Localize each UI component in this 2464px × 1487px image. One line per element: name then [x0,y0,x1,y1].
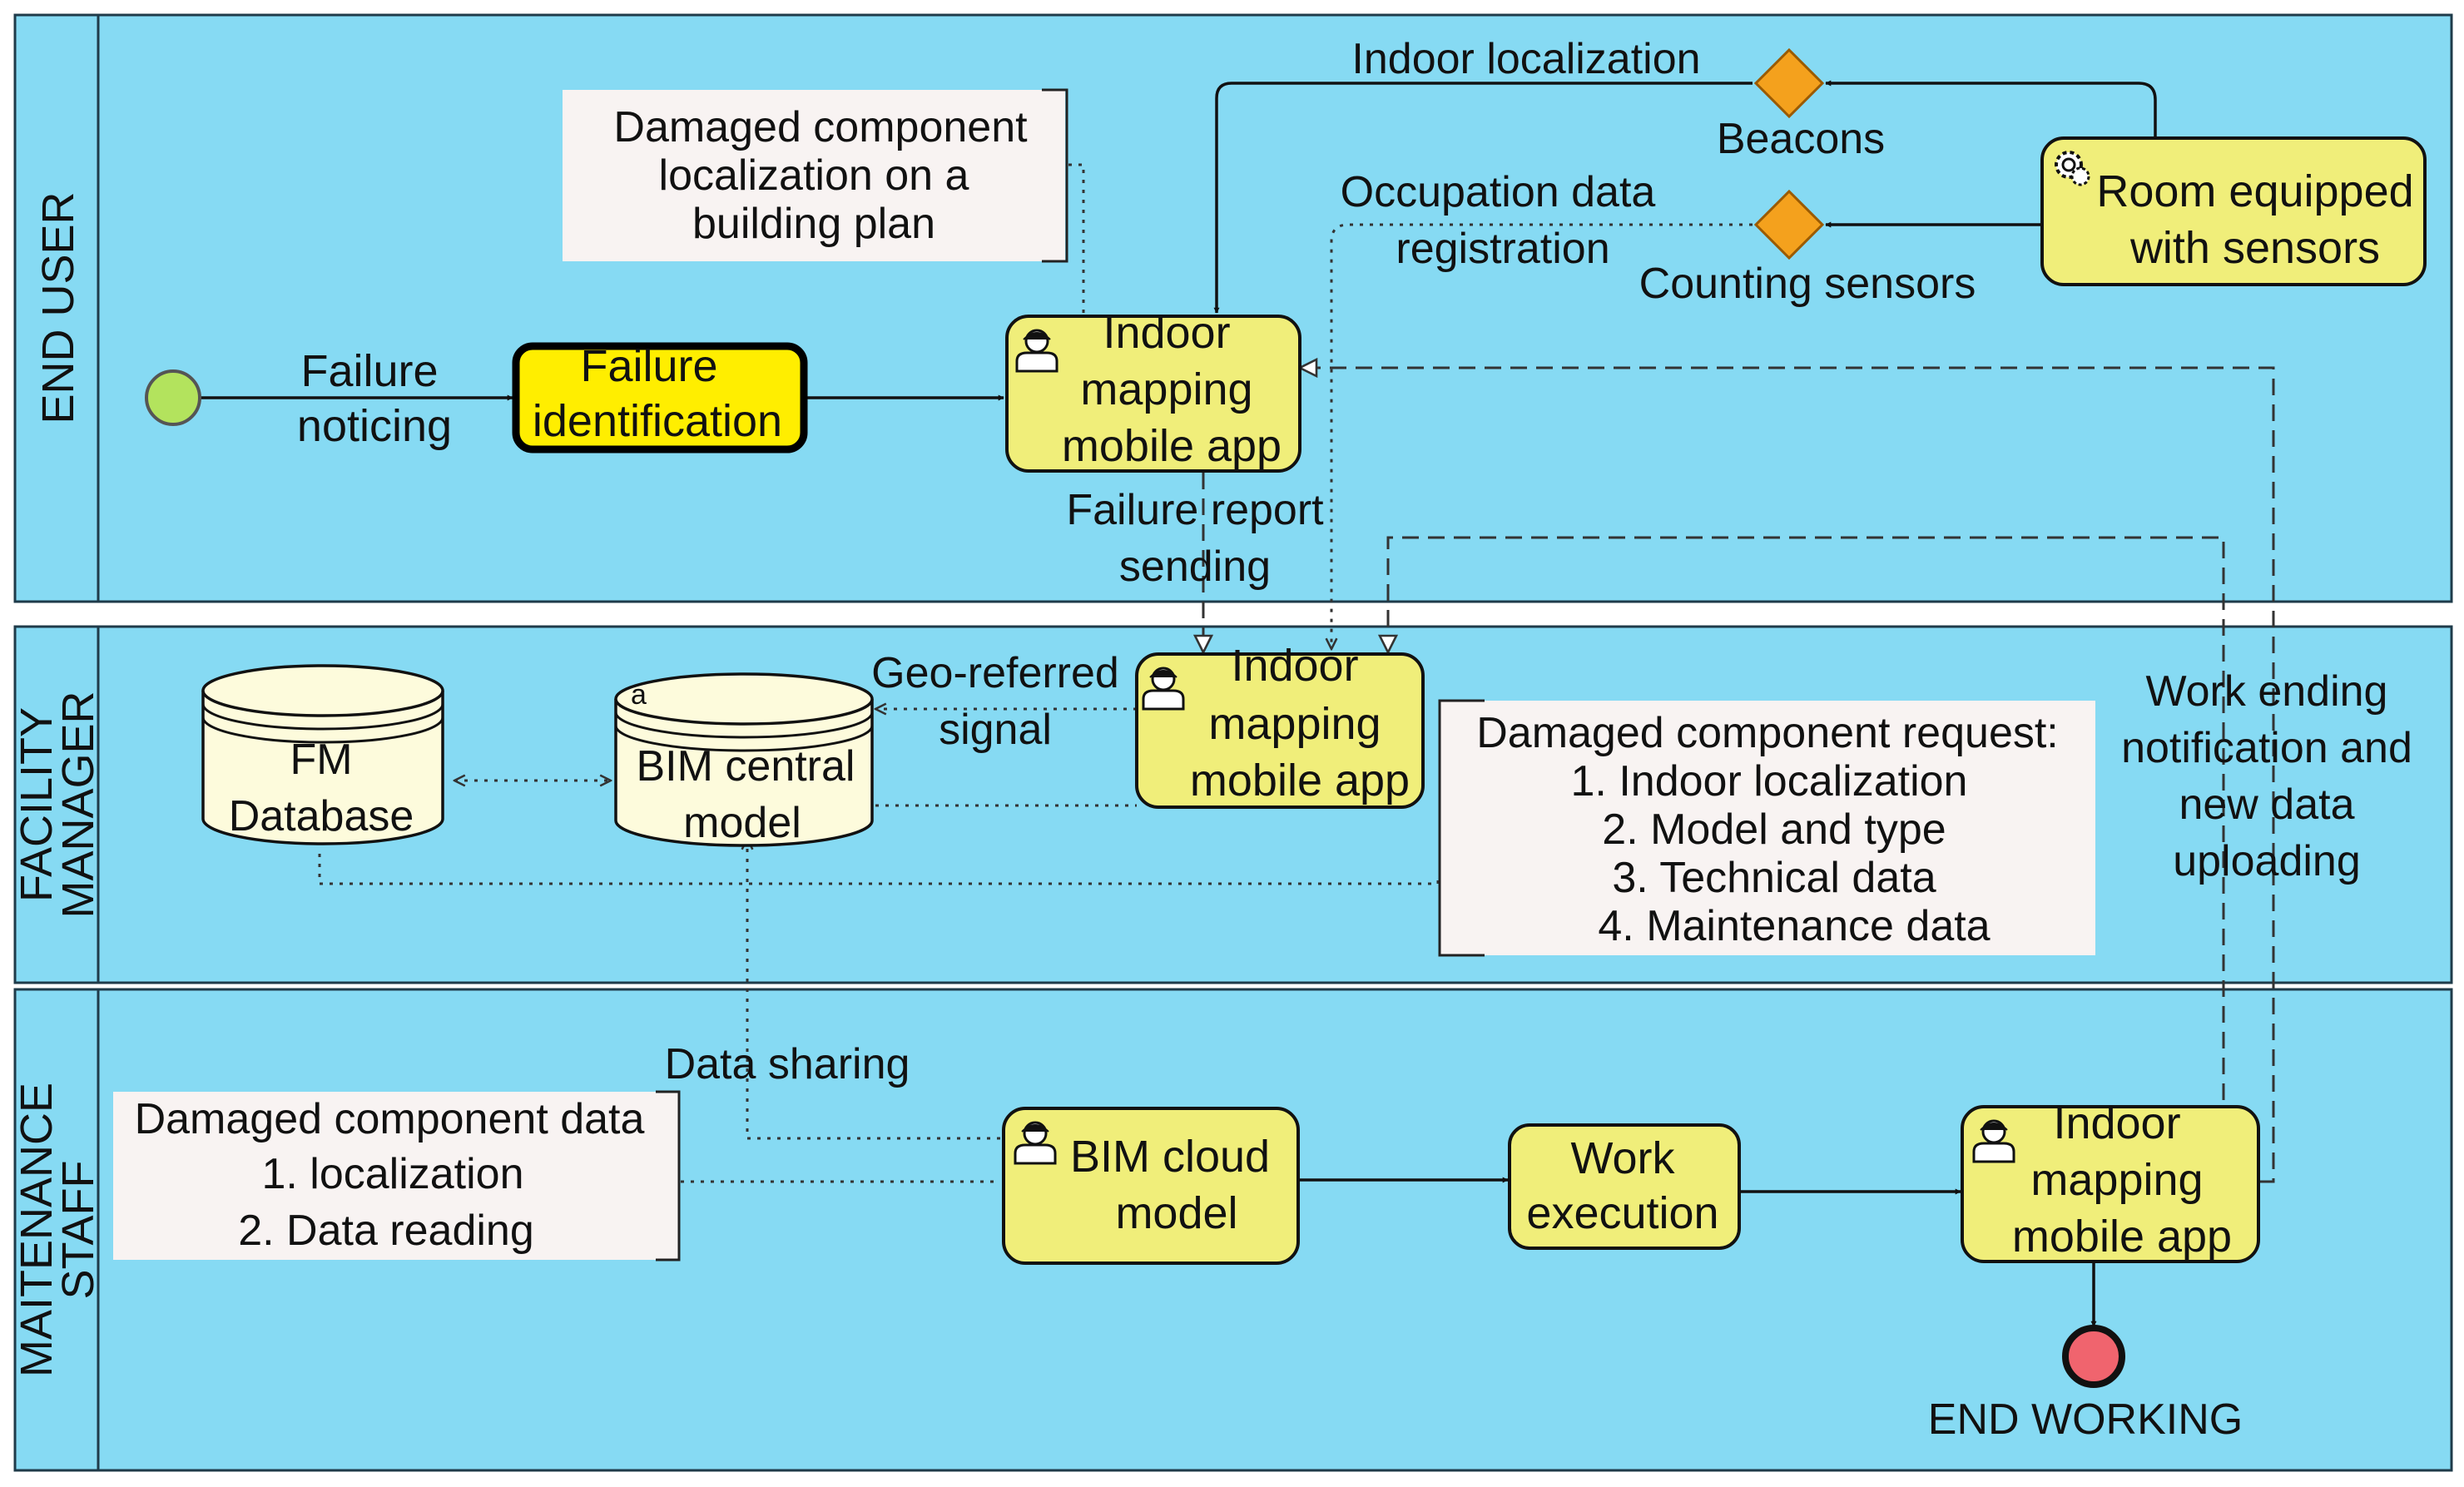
svg-text:mapping: mapping [1208,699,1381,749]
edge-label-occupation-data: Occupation data registration [1341,168,1656,273]
gateway-beacons[interactable]: Beacons [1717,47,1885,163]
svg-text:notification and: notification and [2121,724,2412,772]
lane-label-maintenance-staff-1: MAITENANCE [12,1083,62,1377]
svg-text:mapping: mapping [2030,1155,2203,1205]
gear-icon [2055,151,2090,186]
flow-occupation-data [1331,223,1753,649]
edge-label-failure-report: Failure report sending [1066,486,1324,591]
svg-text:Damaged component request:: Damaged component request: [1476,709,2059,757]
bim-central-label-1: BIM central [637,742,855,791]
gateway-counting-sensors-label: Counting sensors [1639,260,1976,308]
svg-text:localization on a: localization on a [659,151,969,200]
end-event-label: END WORKING [1928,1395,2243,1444]
svg-text:2. Model and type: 2. Model and type [1602,805,1946,854]
svg-text:4. Maintenance data: 4. Maintenance data [1598,902,1990,950]
annotation-damaged-component-localization: Damaged component localization on a buil… [563,88,1068,263]
flow-work-ending-to-end-user [1300,368,2275,1183]
svg-text:Failure: Failure [580,341,717,391]
annotation-damaged-component-data: Damaged component data 1. localization 2… [113,1090,681,1261]
connectors [200,80,2275,1327]
svg-text:3. Technical data: 3. Technical data [1612,854,1936,902]
svg-text:Occupation data: Occupation data [1341,168,1656,216]
fm-database-label-1: FM [290,736,352,784]
svg-text:Room equipped: Room equipped [2096,166,2413,216]
svg-text:registration: registration [1396,225,1609,273]
user-icon [1142,667,1185,711]
svg-text:2. Data reading: 2. Data reading [238,1207,534,1255]
edge-label-failure-noticing: Failure noticing [297,346,452,451]
svg-text:Indoor: Indoor [1231,641,1358,691]
svg-text:Damaged component data: Damaged component data [135,1095,645,1143]
svg-text:with sensors: with sensors [2129,223,2380,273]
task-failure-identification[interactable]: Failure identification [512,341,808,454]
svg-text:Damaged component: Damaged component [613,103,1028,151]
svg-text:mobile app: mobile app [1062,421,1282,471]
svg-text:uploading: uploading [2173,837,2361,885]
svg-text:Work: Work [1570,1133,1675,1183]
svg-text:Failure report: Failure report [1066,486,1324,534]
task-indoor-mapping-app-end-user[interactable]: Indoor mapping mobile app [1005,308,1301,473]
edge-label-geo-referred: Geo-referred signal [871,649,1119,754]
svg-text:mobile app: mobile app [1190,756,1410,805]
gateway-beacons-label: Beacons [1717,115,1885,163]
task-room-equipped-with-sensors[interactable]: Room equipped with sensors [2040,136,2427,286]
annotation-damaged-component-request: Damaged component request: 1. Indoor loc… [1438,699,2095,957]
svg-text:building plan: building plan [692,200,935,248]
bim-central-marker: a [631,679,647,711]
svg-text:Indoor: Indoor [2053,1098,2180,1148]
datastore-bim-central-model: a BIM central model [614,672,874,847]
svg-text:sending: sending [1119,543,1271,591]
assoc-request-note [318,849,1440,885]
svg-text:identification: identification [533,396,782,446]
svg-text:1. Indoor localization: 1. Indoor localization [1571,757,1968,805]
svg-text:mobile app: mobile app [2012,1212,2232,1261]
lane-label-maintenance-staff-2: STAFF [53,1161,103,1300]
svg-text:new data: new data [2179,781,2354,829]
fm-database-label-2: Database [229,792,414,840]
flow-data-sharing [747,839,1000,1140]
svg-text:Work ending: Work ending [2146,667,2388,716]
svg-text:model: model [1115,1188,1237,1238]
lane-label-facility-manager-2: MANAGER [53,691,103,918]
svg-text:Geo-referred: Geo-referred [871,649,1119,697]
svg-text:Failure: Failure [300,346,438,396]
svg-text:BIM cloud: BIM cloud [1070,1132,1270,1182]
svg-text:Indoor: Indoor [1103,308,1230,358]
edge-label-indoor-localization: Indoor localization [1351,35,1700,83]
svg-text:mapping: mapping [1080,364,1252,414]
user-icon [1014,1121,1057,1165]
lane-label-end-user: END USER [33,191,83,424]
flow-beacons-to-app [1213,82,1753,314]
task-indoor-mapping-app-maintenance[interactable]: Indoor mapping mobile app [1961,1098,2260,1263]
gateway-counting-sensors[interactable]: Counting sensors [1639,189,1976,308]
lane-label-facility-manager-1: FACILITY [12,707,62,902]
user-icon [1972,1119,2015,1163]
user-icon [1015,329,1058,373]
end-event [2062,1325,2125,1388]
bim-central-label-2: model [683,799,801,847]
edge-label-data-sharing: Data sharing [665,1040,910,1088]
flow-room-to-beacons [1825,80,2157,138]
task-indoor-mapping-app-facility-manager[interactable]: Indoor mapping mobile app [1135,641,1425,809]
flow-work-ending-to-fm [1388,536,2225,1100]
svg-text:execution: execution [1526,1188,1718,1238]
lane-end-user: END USER [13,13,2453,603]
start-event [145,369,201,426]
svg-text:signal: signal [939,706,1052,754]
datastore-fm-database: FM Database [201,664,444,845]
edge-label-work-ending: Work ending notification and new data up… [2121,667,2412,885]
task-work-execution[interactable]: Work execution [1508,1123,1741,1250]
svg-text:noticing: noticing [297,401,452,451]
svg-text:1. localization: 1. localization [261,1150,523,1198]
task-bim-cloud-model[interactable]: BIM cloud model [1002,1107,1300,1265]
